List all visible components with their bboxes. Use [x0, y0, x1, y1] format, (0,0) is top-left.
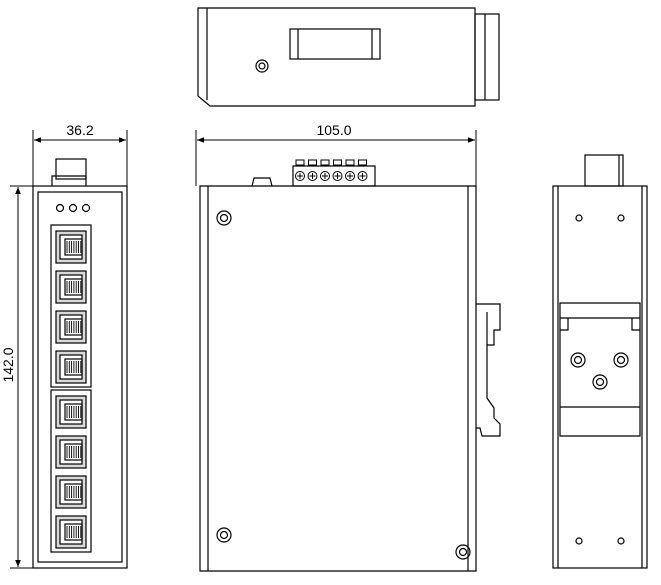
top-view-ground-screw-inner: [258, 62, 266, 70]
top-view-ground-screw: [255, 59, 269, 73]
din-bracket-top: [560, 317, 640, 331]
led-indicator: [68, 203, 78, 213]
top-view-din-clip: [474, 13, 500, 101]
rear-view-terminal: [584, 154, 624, 187]
bracket-screw: [592, 374, 608, 390]
rear-view-body: [552, 185, 648, 569]
side-view: [199, 159, 501, 572]
side-view-ground-screw: [251, 177, 273, 187]
terminal-slot: [295, 159, 305, 166]
rj45-port-contacts: [64, 238, 83, 256]
front-view-terminal-top: [55, 158, 87, 180]
dimension-height: [10, 185, 33, 569]
rj45-port-contacts: [64, 278, 83, 296]
terminal-slot: [333, 159, 342, 166]
bracket-screw: [613, 352, 629, 368]
front-view-face: [37, 191, 123, 563]
rj45-port: [55, 230, 87, 264]
rj45-port: [55, 310, 87, 344]
terminal-slot: [345, 159, 355, 166]
terminal-screw: [332, 171, 343, 181]
height-label: 142.0: [0, 347, 16, 382]
mount-screw-inner: [219, 530, 229, 540]
mount-screw-inner: [458, 547, 468, 557]
rj45-port: [55, 270, 87, 304]
terminal-screw: [307, 171, 318, 181]
din-bracket: [559, 302, 641, 437]
side-view-body: [199, 185, 477, 572]
top-view-terminal-block: [289, 28, 381, 60]
terminal-screw: [320, 171, 330, 181]
rear-hole: [617, 537, 625, 545]
side-view-terminal-block: [292, 165, 376, 187]
rj45-port-contacts: [64, 318, 83, 336]
din-rail-clip: [476, 303, 501, 437]
terminal-slot: [308, 159, 317, 166]
status-leds: [55, 203, 91, 213]
mount-screw: [455, 544, 471, 560]
terminal-slot: [358, 159, 367, 166]
rear-hole: [617, 214, 625, 222]
front-view-terminal-base: [51, 175, 87, 186]
mount-screw: [216, 210, 232, 226]
bracket-screw-inner: [616, 355, 626, 365]
port-group-lower: [50, 389, 92, 553]
rj45-port: [55, 435, 87, 469]
rj45-port-contacts: [64, 358, 83, 376]
rj45-port: [55, 350, 87, 384]
terminal-screw: [357, 171, 368, 181]
top-view-body: [197, 7, 476, 107]
rj45-ports: [55, 230, 87, 549]
port-group-upper: [50, 224, 92, 388]
mount-screw: [216, 527, 232, 543]
rj45-port-contacts: [64, 483, 83, 501]
rj45-port-contacts: [64, 403, 83, 421]
rj45-port-contacts: [64, 443, 83, 461]
bracket-screw-inner: [595, 377, 605, 387]
rj45-port: [55, 475, 87, 509]
top-view: [197, 7, 500, 107]
rear-view: [552, 154, 648, 569]
rj45-port: [55, 395, 87, 429]
rj45-port: [55, 515, 87, 549]
rj45-port-contacts: [64, 523, 83, 541]
rear-hole: [575, 537, 583, 545]
rear-hole: [575, 214, 583, 222]
terminal-screw: [345, 171, 355, 181]
dimension-front-width: [32, 130, 128, 186]
front-width-label: 36.2: [66, 122, 93, 138]
terminal-slot: [320, 159, 330, 166]
terminal-block-pins: [295, 159, 368, 181]
bracket-screw: [570, 352, 586, 368]
led-indicator: [81, 203, 91, 213]
led-indicator: [55, 203, 65, 213]
mount-screw-inner: [219, 213, 229, 223]
bracket-screw-inner: [573, 355, 583, 365]
side-width-label: 105.0: [316, 122, 351, 138]
front-view: [32, 158, 128, 569]
front-view-body: [32, 185, 128, 569]
terminal-screw: [295, 171, 305, 181]
dimension-side-width: [195, 130, 477, 186]
